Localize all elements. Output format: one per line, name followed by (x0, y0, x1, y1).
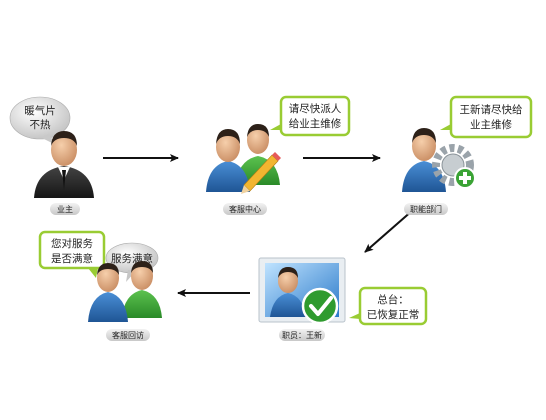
node-staff: 总台： 已恢复正常 职员：王新 (258, 257, 428, 341)
callback-bubble-line-1: 您对服务 (51, 237, 93, 250)
pencil-icon (241, 152, 281, 194)
owner-speech-bubble: 暖气片 不热 (9, 96, 71, 146)
node-owner: 暖气片 不热 业主 (9, 96, 94, 215)
person-icon (402, 128, 446, 192)
callback-label: 客服回访 (106, 329, 150, 341)
service-center-label-text: 客服中心 (229, 204, 261, 214)
department-label-text: 职能部门 (410, 204, 442, 214)
owner-label: 业主 (50, 203, 80, 215)
callback-bubble-line-2: 是否满意 (51, 252, 93, 265)
owner-bubble-line-1: 暖气片 (24, 104, 56, 117)
staff-label: 职员：王新 (279, 329, 325, 341)
owner-bubble-line-2: 不热 (30, 118, 51, 131)
department-label: 职能部门 (404, 203, 448, 215)
node-service-center: 请尽快派人 给业主维修 客服中心 (206, 95, 351, 215)
staff-speech-bubble: 总台： 已恢复正常 (349, 286, 428, 326)
flow-arrow-department-to-staff (364, 209, 414, 253)
gear-plus-icon (432, 144, 476, 189)
two-people-icon (88, 261, 162, 322)
service-bubble-line-2: 给业主维修 (289, 117, 342, 130)
service-center-speech-bubble: 请尽快派人 给业主维修 (270, 95, 351, 137)
owner-label-text: 业主 (57, 204, 73, 214)
department-bubble-line-1: 王新请尽快给 (460, 103, 523, 116)
callback-label-text: 客服回访 (112, 330, 144, 340)
callback-speech-bubble: 您对服务 是否满意 (38, 230, 106, 278)
service-bubble-line-1: 请尽快派人 (289, 102, 342, 115)
businessman-icon (34, 131, 94, 198)
staff-label-text: 职员：王新 (282, 330, 322, 340)
department-bubble-line-2: 业主维修 (470, 118, 512, 131)
node-callback: 您对服务 是否满意 服务满意 客服回访 (38, 230, 162, 341)
service-center-label: 客服中心 (223, 203, 267, 215)
checkmark-icon (301, 287, 339, 325)
staff-bubble-line-1: 总台： (377, 293, 409, 306)
department-speech-bubble: 王新请尽快给 业主维修 (440, 95, 533, 139)
node-department: 王新请尽快给 业主维修 职能部门 (402, 95, 533, 215)
staff-bubble-line-2: 已恢复正常 (367, 308, 420, 321)
